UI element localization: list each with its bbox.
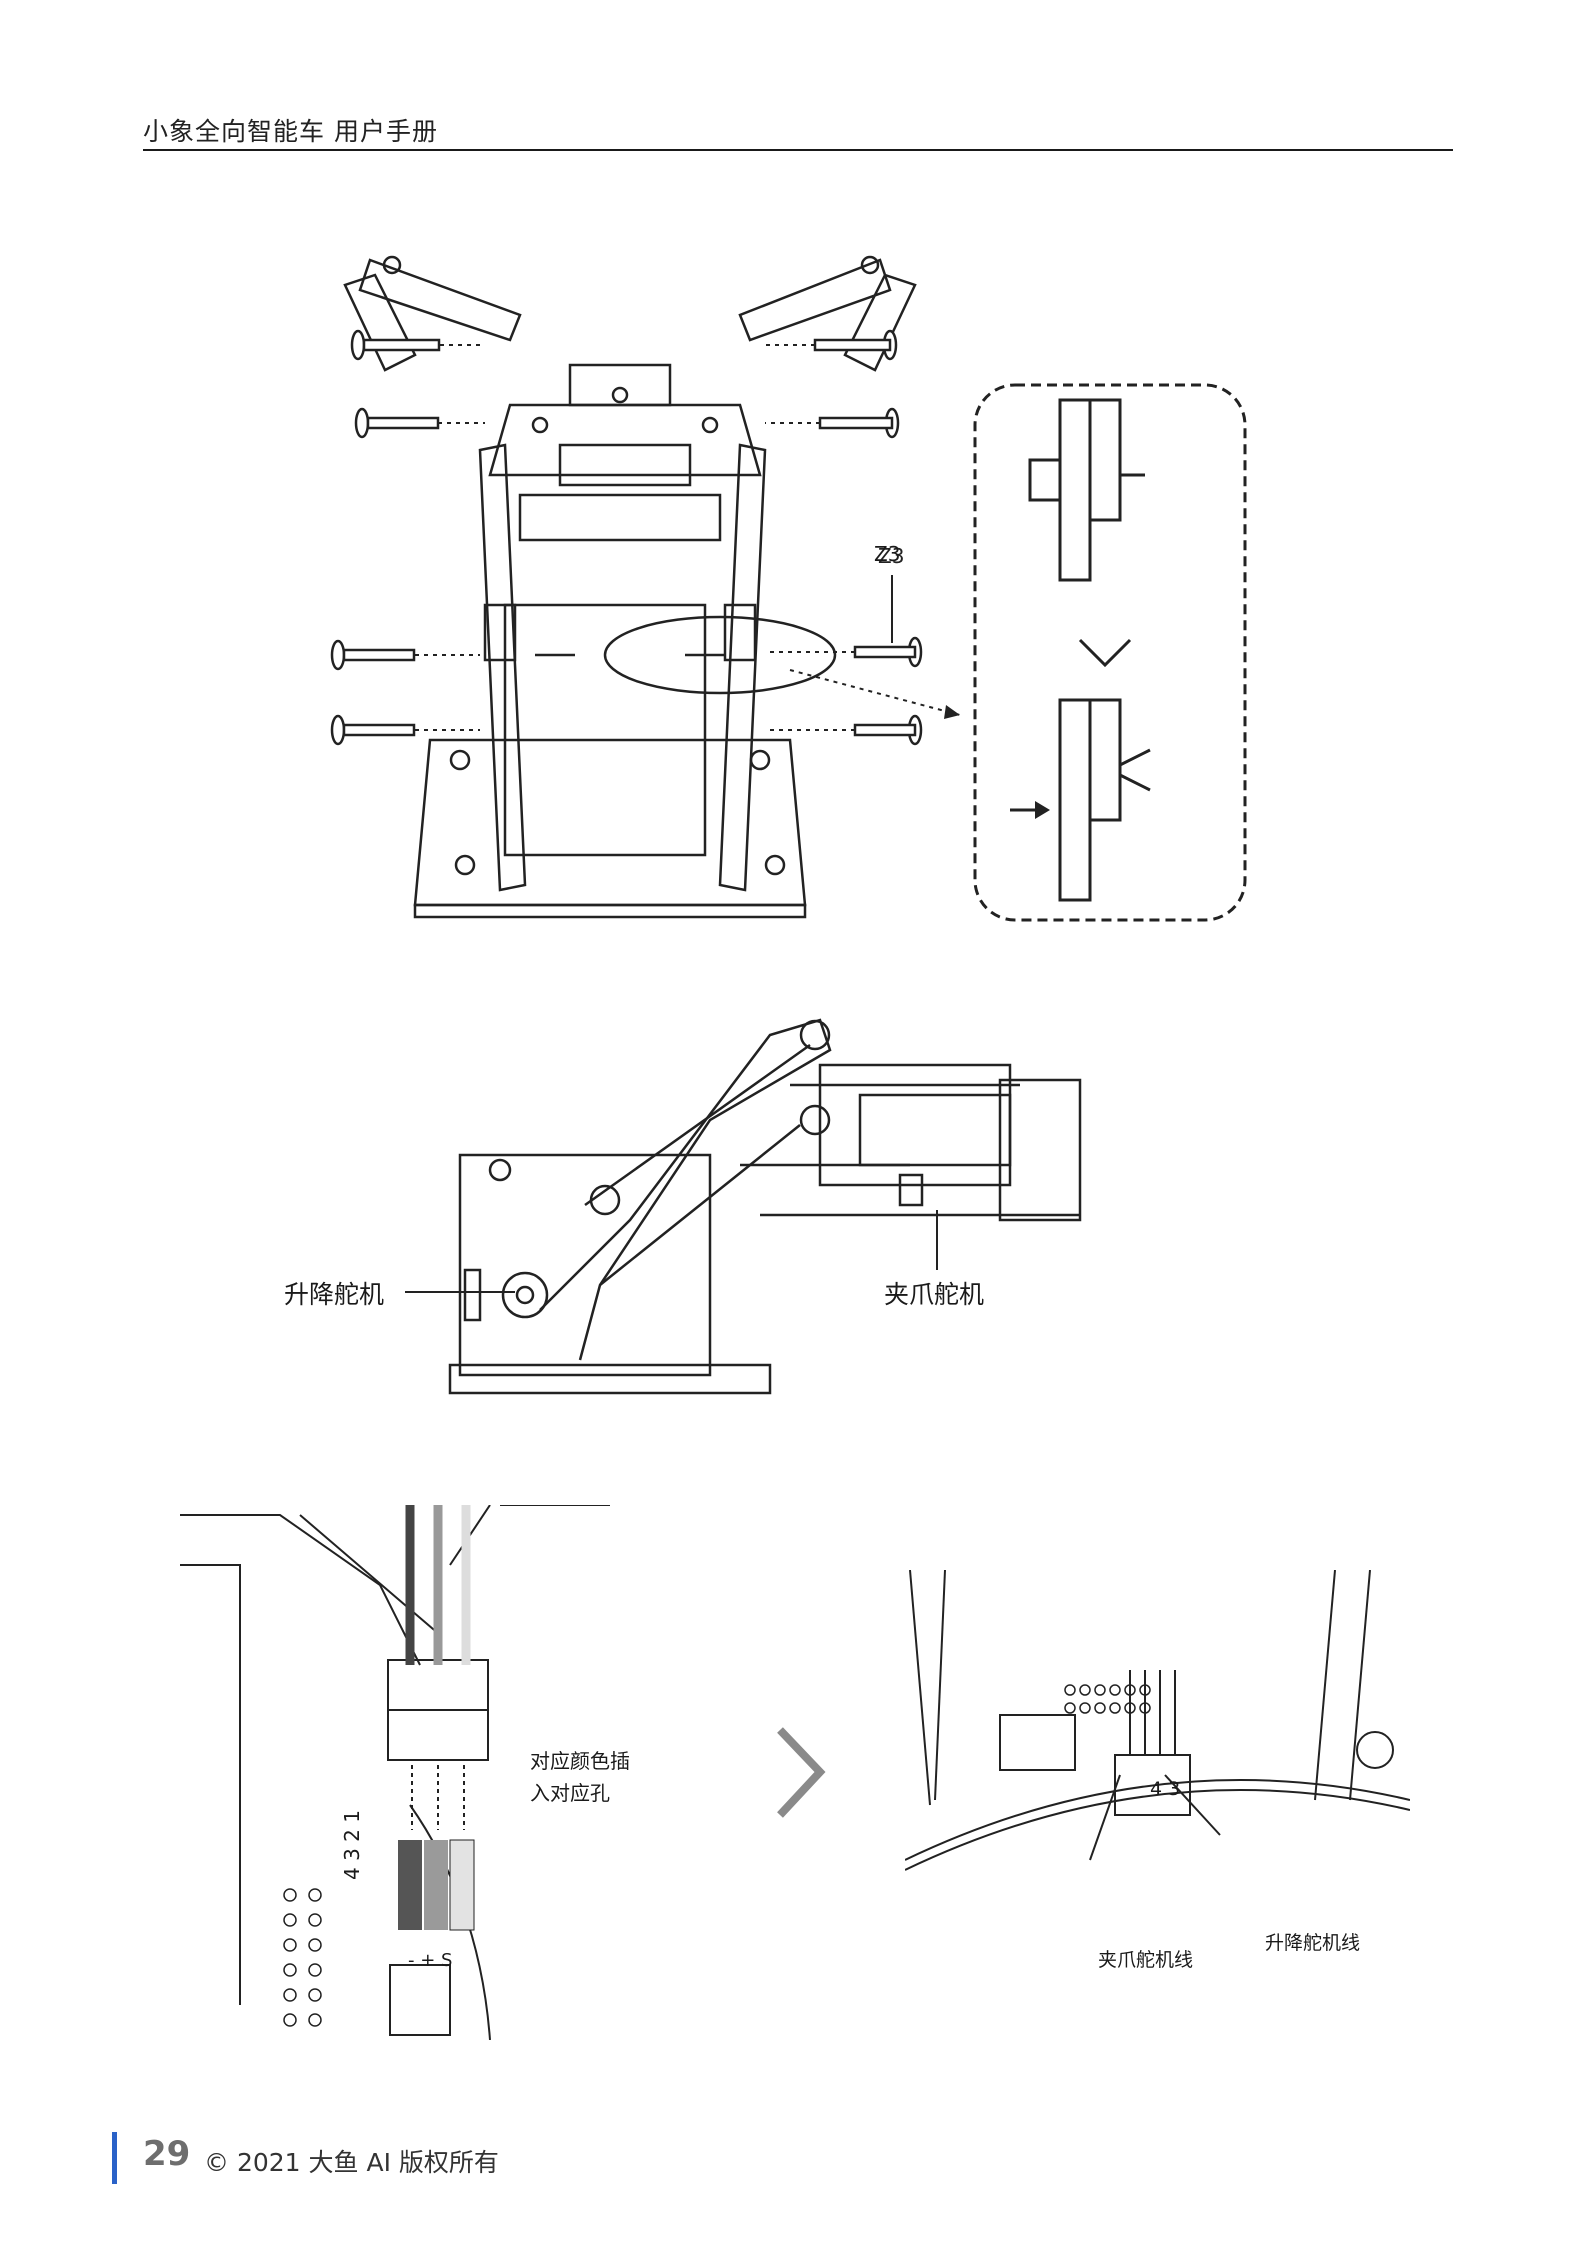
footer-accent-bar: [112, 2132, 117, 2184]
claw-servo-wire-label: 夹爪舵机线: [1098, 1949, 1194, 1971]
lift-servo-label: 升降舵机: [284, 1280, 385, 1309]
copyright-text: © 2021 大鱼 AI 版权所有: [204, 2148, 499, 2177]
header-divider: [143, 149, 1453, 151]
insertion-instruction-line1: 对应颜色插: [530, 1749, 630, 1773]
claw-servo-leader-line: [936, 1210, 938, 1270]
figure4-pin-numbers: 4 3: [1150, 1778, 1181, 1800]
lift-servo-wire-label: 升降舵机线: [1265, 1932, 1361, 1954]
figure3-pin-numbers: 4 3 2 1: [340, 1810, 364, 1880]
figure1-part-label-z3-text: Z3: [874, 542, 901, 566]
arm-side-view-figure: [440, 1005, 1280, 1405]
servo-wire-connection-figure: [905, 1570, 1410, 1880]
claw-servo-label: 夹爪舵机: [884, 1280, 985, 1309]
insertion-instruction-line2: 入对应孔: [530, 1781, 610, 1805]
part-label-z3: Z3: [878, 544, 904, 568]
connector-insertion-figure: [180, 1505, 620, 2040]
document-header-title: 小象全向智能车 用户手册: [143, 117, 438, 146]
chevron-right-icon: [777, 1727, 826, 1818]
figure3-pin-signals: - + S: [408, 1950, 453, 1971]
page-number: 29: [143, 2134, 191, 2174]
lift-servo-leader-line: [405, 1291, 515, 1293]
claw-assembly-exploded-figure: Z3: [320, 245, 1280, 925]
